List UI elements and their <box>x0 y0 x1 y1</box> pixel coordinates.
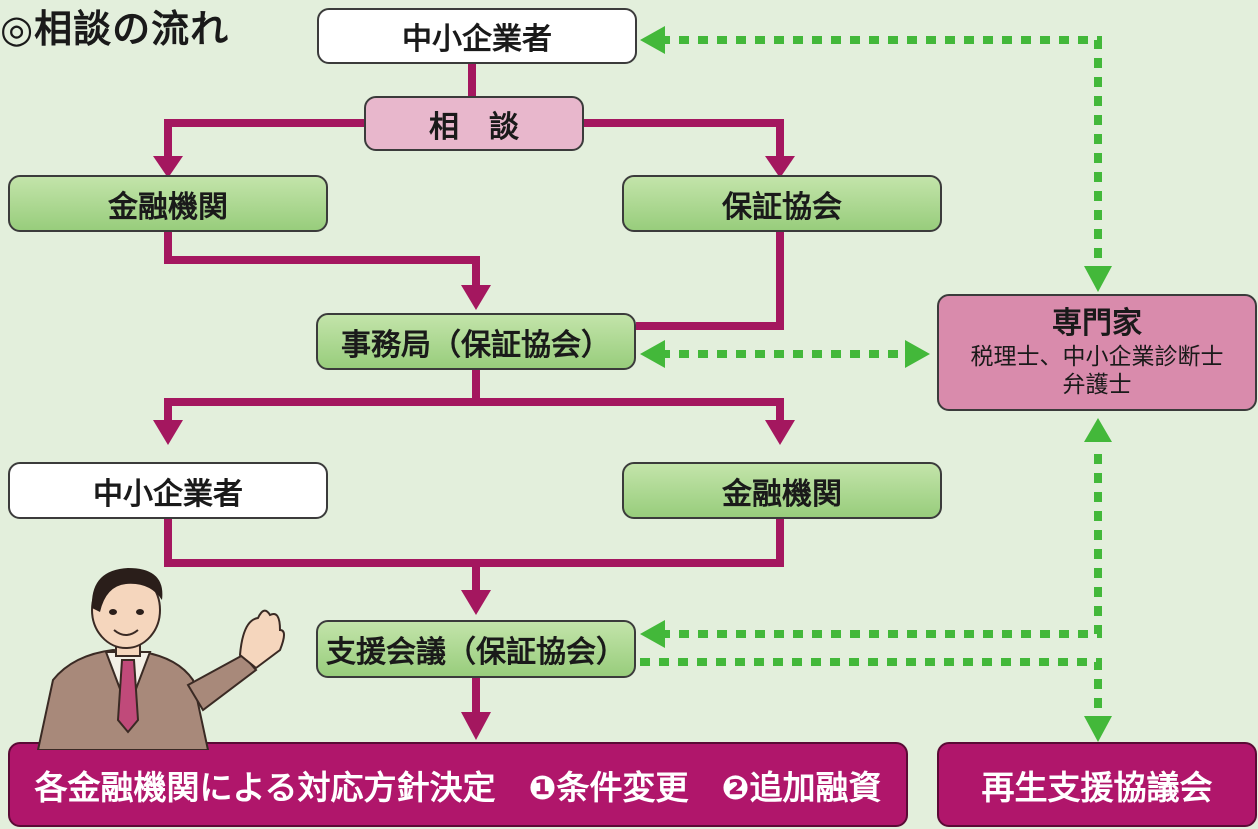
arrowhead <box>765 420 795 445</box>
node-support-meeting: 支援会議（保証協会） <box>316 620 636 678</box>
green-arrowhead <box>640 620 665 648</box>
green-arrowhead <box>1084 716 1112 742</box>
node-sme-2: 中小企業者 <box>8 462 328 519</box>
node-decision: 各金融機関による対応方針決定 ❶条件変更 ❷追加融資 <box>8 742 908 827</box>
node-bank-1: 金融機関 <box>8 175 328 232</box>
dotted-meeting-expert <box>660 445 1102 638</box>
node-guarantee-assoc: 保証協会 <box>622 175 942 232</box>
node-bank-2: 金融機関 <box>622 462 942 519</box>
arrowhead <box>461 590 491 615</box>
green-arrowhead <box>1084 266 1112 292</box>
green-arrowhead <box>1084 418 1112 442</box>
expert-title: 専門家 <box>1052 306 1142 341</box>
green-arrowhead <box>640 340 665 368</box>
arrowhead <box>461 285 491 310</box>
connector-split-sme <box>164 398 784 425</box>
node-revival-council: 再生支援協議会 <box>937 742 1257 827</box>
arrowhead <box>765 156 795 178</box>
arrowhead <box>153 420 183 445</box>
expert-line1: 税理士、中小企業診断士 <box>970 343 1224 370</box>
connector-bank-secretariat <box>164 232 480 290</box>
businessman-illustration <box>36 568 285 750</box>
dotted-sme-expert <box>660 36 1102 270</box>
dotted-meeting-council <box>640 658 1102 720</box>
connector-guarantee-secretariat <box>636 232 784 330</box>
connector-consult-guarantee <box>580 119 784 160</box>
connector-merge <box>164 518 784 567</box>
connector-consult-bank <box>164 119 366 160</box>
node-expert: 専門家 税理士、中小企業診断士 弁護士 <box>937 294 1257 411</box>
node-secretariat: 事務局（保証協会） <box>316 313 636 370</box>
page-title: ◎相談の流れ <box>0 7 230 51</box>
arrowhead <box>153 156 183 178</box>
node-consult: 相 談 <box>364 96 584 151</box>
arrowhead <box>461 712 491 740</box>
node-sme-top: 中小企業者 <box>317 8 637 64</box>
green-arrowhead <box>640 26 665 54</box>
green-arrowhead <box>905 340 930 368</box>
expert-line2: 弁護士 <box>1062 372 1132 399</box>
